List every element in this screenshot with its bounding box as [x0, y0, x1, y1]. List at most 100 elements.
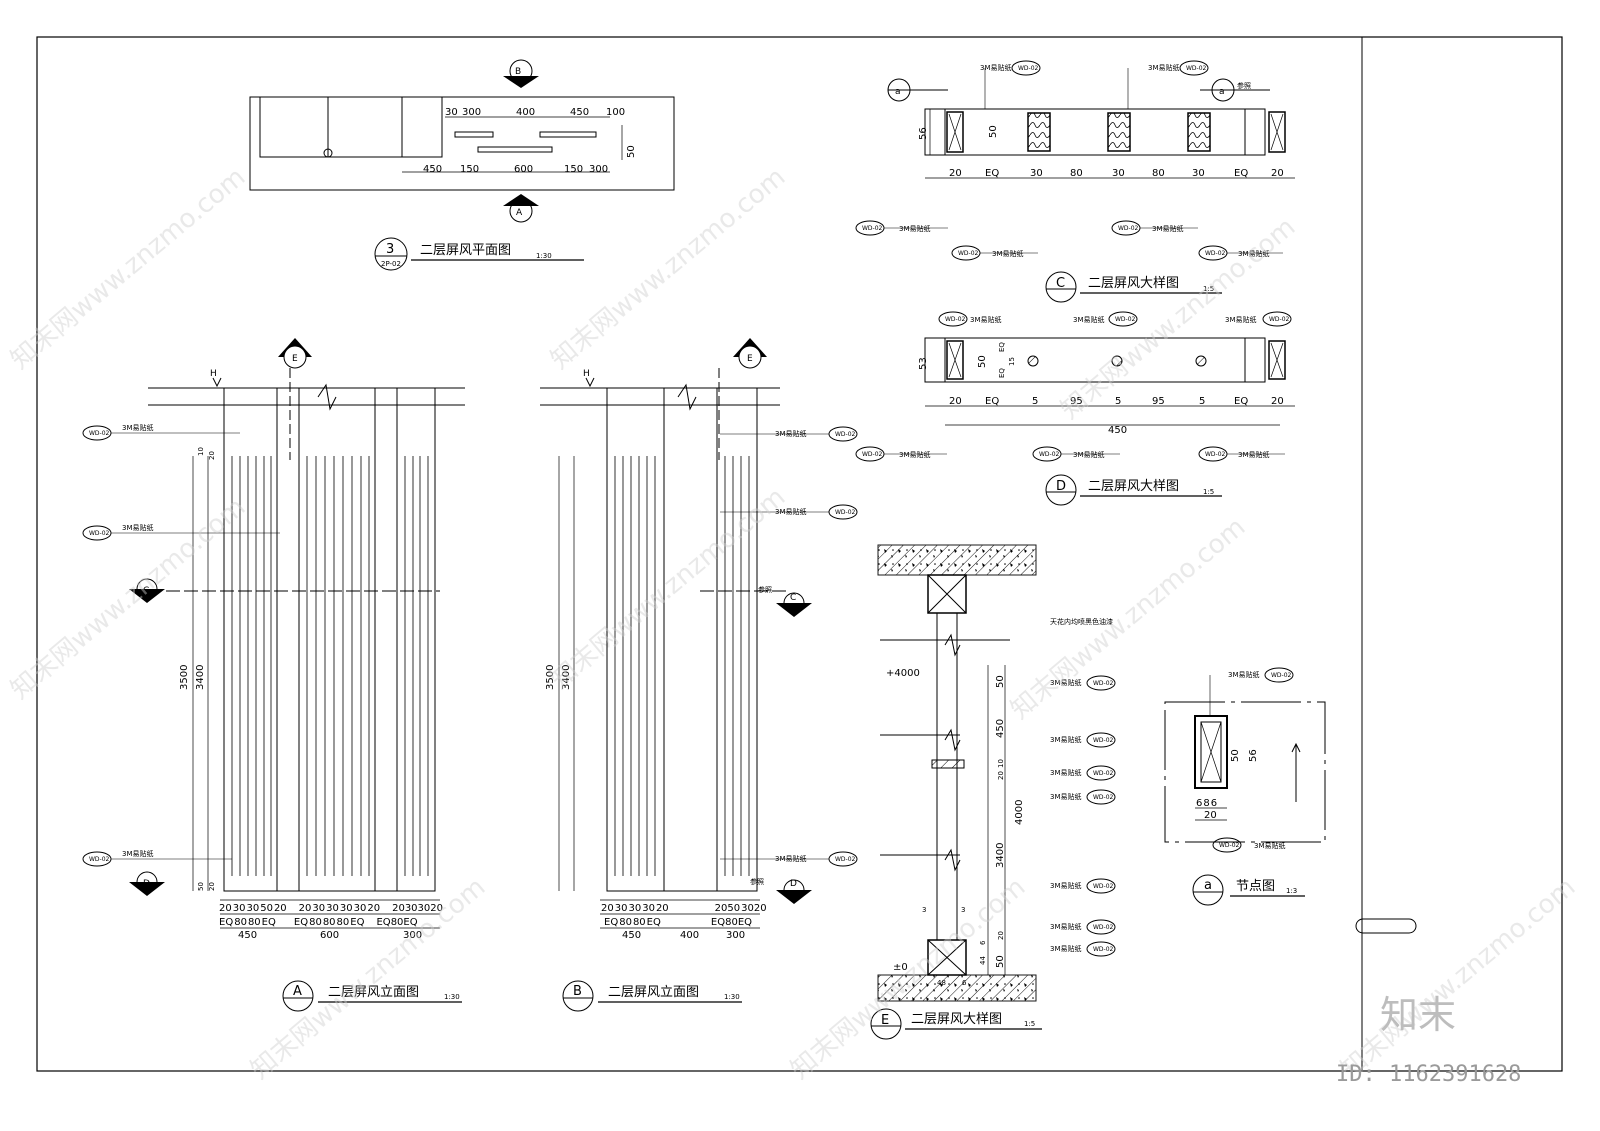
detail-e-d5: 20	[997, 931, 1005, 940]
elev-a-scale: 1:30	[444, 993, 460, 1001]
detail-e-d3: 10	[997, 759, 1005, 768]
elev-b-section-d: D	[790, 879, 797, 889]
plan-dim-bot-2: 600	[514, 164, 533, 175]
detail-e-d6: 6	[979, 940, 987, 945]
detail-d-eq1: EQ	[998, 342, 1006, 352]
detail-e-note: 天花内均喷黑色油漆	[1050, 617, 1113, 626]
callout-code-7: WD-02	[1018, 65, 1039, 72]
revision-cloud	[1355, 918, 1417, 934]
callout-label-18: 3M易贴纸	[1238, 450, 1270, 459]
callout-code-4: WD-02	[835, 431, 856, 438]
plan-view	[249, 59, 675, 223]
callout-label-22: 3M易贴纸	[1050, 792, 1082, 801]
sheet-border	[36, 36, 1563, 1072]
callout-code-19: WD-02	[1093, 680, 1114, 687]
detail-e-b3: 6	[962, 979, 967, 987]
elevation-b	[540, 338, 812, 929]
callout-code-21: WD-02	[1093, 770, 1114, 777]
plan-dim-top-2: 400	[516, 107, 535, 118]
detail-e-title: 二层屏风大样图	[911, 1012, 1002, 1027]
detail-e-total: 4000	[1014, 800, 1025, 825]
elev-b-inner-height: 3400	[561, 665, 572, 690]
detail-c-d3: 80	[1070, 168, 1083, 179]
detail-c-d1: EQ	[985, 168, 999, 179]
detail-d-height: 53	[918, 357, 929, 370]
elev-b-title: 二层屏风立面图	[608, 985, 699, 1000]
elev-a-title: 二层屏风立面图	[328, 985, 419, 1000]
plan-section-b-tag: B	[515, 67, 521, 77]
plan-dim-bot-3: 150	[564, 164, 583, 175]
plan-dim-top-0: 30	[445, 107, 458, 118]
callout-code-13: WD-02	[945, 316, 966, 323]
detail-d-d0: 20	[949, 396, 962, 407]
callout-code-24: WD-02	[1093, 924, 1114, 931]
callout-label-5: 3M易贴纸	[775, 507, 807, 516]
material-callouts	[82, 60, 1294, 957]
callout-label-13: 3M易贴纸	[970, 315, 1002, 324]
detail-e-d2: 20	[997, 771, 1005, 780]
detail-e-d7: 44	[979, 956, 987, 965]
detail-c-node-left: a	[895, 87, 901, 97]
detail-c-ref: 参照	[1237, 81, 1251, 90]
elev-b-section-c: C	[790, 593, 796, 603]
detail-e-d8: 50	[995, 955, 1006, 968]
elev-b-scale: 1:30	[724, 993, 740, 1001]
detail-c-title-bubble	[1045, 271, 1077, 303]
callout-label-17: 3M易贴纸	[1073, 450, 1105, 459]
detail-c-d0: 20	[949, 168, 962, 179]
elev-b-w3: 300	[726, 930, 745, 941]
detail-e-level-bot: ±0	[893, 962, 908, 973]
callout-label-7: 3M易贴纸	[980, 63, 1012, 72]
elevation-a	[129, 338, 465, 929]
detail-c-d8: 20	[1271, 168, 1284, 179]
detail-e-level-top: +4000	[886, 668, 920, 679]
plan-title-bubble	[374, 237, 408, 271]
callout-code-25: WD-02	[1093, 946, 1114, 953]
callout-label-21: 3M易贴纸	[1050, 768, 1082, 777]
plan-section-a-tag: A	[516, 208, 523, 218]
detail-e-d1: 450	[995, 719, 1006, 738]
elev-b-total-height: 3500	[545, 665, 556, 690]
elev-a-inner-height: 3400	[195, 665, 206, 690]
detail-c	[887, 78, 1295, 179]
detail-d	[924, 337, 1295, 426]
callout-label-11: 3M易贴纸	[1152, 224, 1184, 233]
callout-code-6: WD-02	[835, 856, 856, 863]
elev-a-total-height: 3500	[179, 665, 190, 690]
callout-label-3: 3M易贴纸	[122, 849, 154, 858]
detail-d-eq3: EQ	[998, 368, 1006, 378]
callout-code-2: WD-02	[89, 530, 110, 537]
callout-code-12: WD-02	[1205, 250, 1226, 257]
node-a-w: 686	[1196, 798, 1217, 809]
elev-a-section-d: D	[143, 879, 150, 889]
node-a-h2: 56	[1248, 749, 1259, 762]
detail-e-d4: 3400	[995, 843, 1006, 868]
detail-d-inner: 50	[977, 355, 988, 368]
elev-a-top-a: 10	[197, 447, 205, 456]
detail-c-d4: 30	[1112, 168, 1125, 179]
plan-dim-right: 50	[626, 145, 637, 158]
detail-c-inner: 50	[988, 125, 999, 138]
elev-b-tag: B	[573, 984, 582, 999]
node-a-title-bubble	[1192, 874, 1224, 906]
detail-e-d0: 50	[995, 675, 1006, 688]
detail-d-scale: 1:5	[1203, 488, 1214, 496]
detail-e-title-bubble	[870, 1008, 902, 1040]
elev-b-ref-2: 参照	[750, 877, 764, 886]
plan-dim-top-3: 450	[570, 107, 589, 118]
callout-label-19: 3M易贴纸	[1050, 678, 1082, 687]
detail-c-d7: EQ	[1234, 168, 1248, 179]
node-a-h1: 50	[1230, 749, 1241, 762]
watermarks: 知末网www.znzmo.com 知末网www.znzmo.com 知末网www…	[5, 162, 1581, 1087]
node-a-title: 节点图	[1236, 879, 1275, 894]
node-a-tag: a	[1204, 878, 1212, 893]
detail-c-height: 56	[918, 127, 929, 140]
node-a-total: 20	[1204, 810, 1217, 821]
detail-c-d2: 30	[1030, 168, 1043, 179]
callout-code-10: WD-02	[958, 250, 979, 257]
elev-a-bot-a: 50	[197, 882, 205, 891]
elev-a-tag: A	[293, 984, 302, 999]
